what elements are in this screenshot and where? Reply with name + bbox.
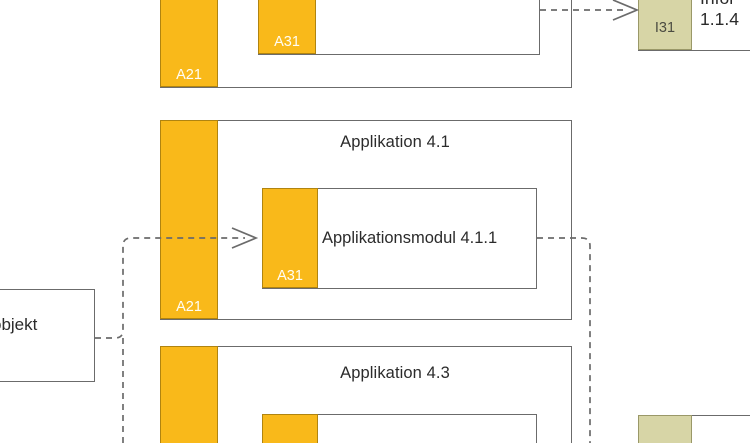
application-module-label-4-1-1: Applikationsmodul 4.1.1 [322, 229, 498, 247]
information-object-tag-i31: I31 [638, 0, 692, 50]
application-title-4-1: Applikation 4.1 [340, 133, 450, 151]
module-tag-label: A31 [274, 33, 300, 50]
application-title-4-3: Applikation 4.3 [340, 364, 450, 382]
application-tag-a21-4-1: A21 [160, 120, 218, 319]
application-tag-a21-top: A21 [160, 0, 218, 87]
information-object-label-line2: 1.1.4 [700, 9, 739, 29]
information-object-left-box[interactable] [0, 289, 95, 382]
application-tag-label: A21 [176, 298, 202, 315]
information-object-left-label: objekt [0, 315, 38, 334]
application-tag-label: A21 [176, 66, 202, 83]
information-object-label-line1: Infor [700, 0, 735, 10]
module-tag-a31-4-3-1 [262, 414, 318, 443]
information-object-tag-label: I31 [654, 19, 676, 36]
information-object-tag-bottom [638, 415, 692, 443]
application-tag-a21-4-3 [160, 346, 218, 443]
module-tag-a31-4-1-1: A31 [262, 188, 318, 288]
module-tag-label: A31 [277, 267, 303, 284]
module-tag-a31-top: A31 [258, 0, 316, 54]
